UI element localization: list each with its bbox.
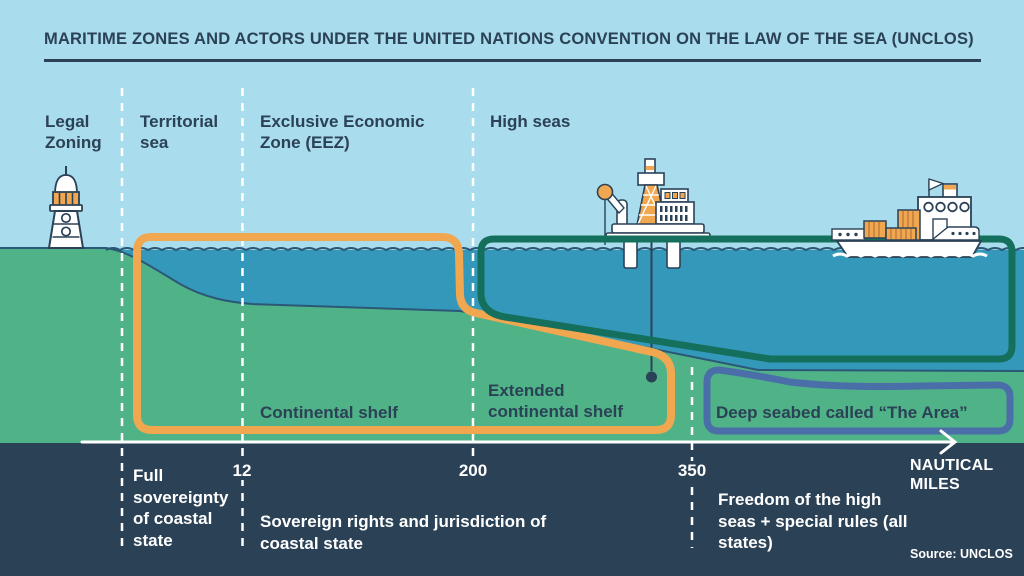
zone-label-territorial-sea: Territorial sea xyxy=(140,112,219,152)
title-underline xyxy=(44,59,981,62)
seabed-land xyxy=(0,248,1024,443)
zone-label-legal-zoning: Legal Zoning xyxy=(45,112,102,152)
rights-high-seas: Freedom of the high seas + special rules… xyxy=(718,490,908,552)
seabed-contour-line xyxy=(0,247,1024,372)
axis-tick-12nm: 12 xyxy=(228,461,256,480)
axis-tick-350nm: 350 xyxy=(673,461,711,480)
axis-tick-200nm: 200 xyxy=(454,461,492,480)
rights-eez-shelf: Sovereign rights and jurisdiction of coa… xyxy=(260,512,547,553)
label-continental-shelf: Continental shelf xyxy=(260,403,398,422)
label-extended-continental-shelf: Extended continental shelf xyxy=(488,381,624,421)
rights-territorial-sea: Full sovereignty of coastal state xyxy=(133,466,229,550)
high-seas-outline xyxy=(477,235,1016,363)
nautical-miles-axis xyxy=(80,429,958,455)
cargo-ship-icon xyxy=(831,178,988,258)
axis-band xyxy=(0,443,1024,576)
source-credit: Source: UNCLOS xyxy=(910,547,1013,561)
page-title: MARITIME ZONES AND ACTORS UNDER THE UNIT… xyxy=(44,30,974,48)
zone-label-eez: Exclusive Economic Zone (EEZ) xyxy=(260,112,425,152)
continental-shelf-outline xyxy=(133,233,675,434)
lighthouse-icon xyxy=(47,166,85,249)
label-deep-seabed-the-area: Deep seabed called “The Area” xyxy=(716,403,968,422)
arrow-right-icon xyxy=(939,429,958,455)
zone-label-high-seas: High seas xyxy=(490,112,571,131)
drill-point-marker xyxy=(646,371,657,383)
the-area-outline xyxy=(703,366,1014,435)
axis-unit-label: NAUTICAL MILES xyxy=(910,457,994,493)
